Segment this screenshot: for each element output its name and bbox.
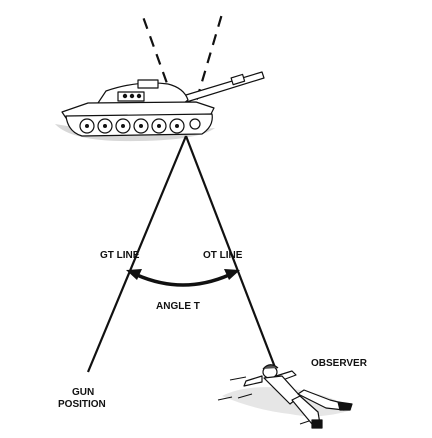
ot-line <box>184 135 278 371</box>
gt-line-label: GT LINE <box>100 250 140 261</box>
observer-leg-left <box>291 395 321 425</box>
tank-turret-detail <box>122 93 128 99</box>
tank-gun-barrel <box>175 71 265 105</box>
angle-arrow-left <box>126 269 142 280</box>
prone-soldier-icon <box>217 364 353 429</box>
angle-t-label: ANGLE T <box>156 301 200 312</box>
tank-turret-detail <box>136 93 142 99</box>
sight-lines <box>86 135 278 373</box>
tank-wheel-hubs <box>85 124 179 128</box>
angle-t-arc <box>126 269 240 287</box>
gun-position-label-line2: POSITION <box>58 399 106 410</box>
gt-line <box>86 135 188 373</box>
tank-turret-detail <box>129 93 135 99</box>
observer-boot <box>311 419 323 429</box>
observer-boot <box>337 401 353 411</box>
ot-line-label: OT LINE <box>203 250 243 261</box>
angle-arc-line <box>136 273 230 287</box>
tank-icon <box>55 71 265 142</box>
gun-position-label-line1: GUN <box>72 387 94 398</box>
tank-wheel <box>189 118 201 130</box>
angle-arrow-right <box>224 269 240 280</box>
tank-muzzle <box>230 73 246 86</box>
observer-helmet <box>262 364 279 370</box>
tank-hatch <box>137 79 159 89</box>
observer-label: OBSERVER <box>311 358 368 369</box>
observer-arm-left <box>243 375 263 387</box>
observer-ground-scribble <box>217 376 319 425</box>
